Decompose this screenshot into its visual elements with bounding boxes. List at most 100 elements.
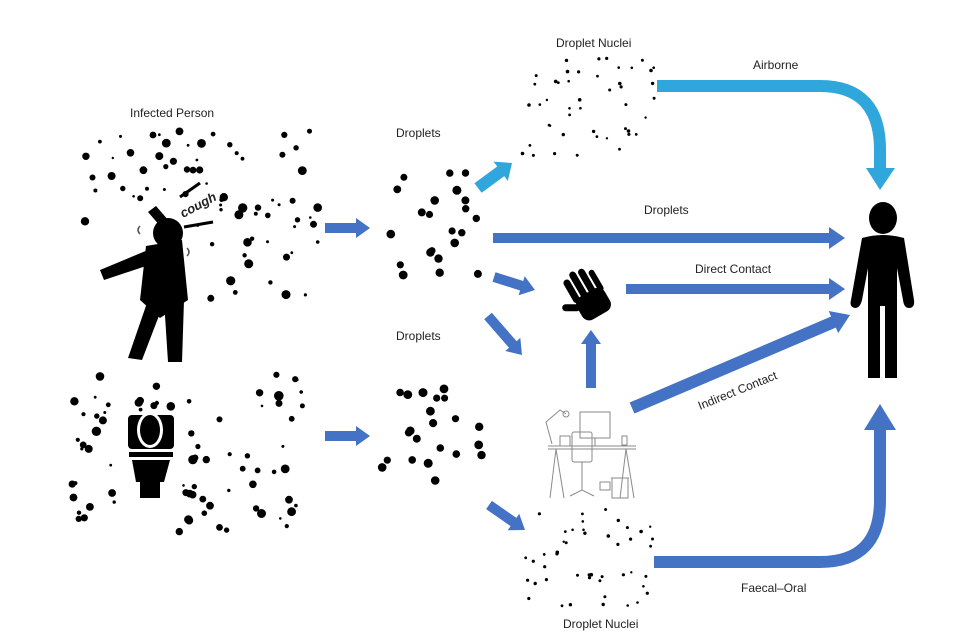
- droplet-dot: [188, 430, 195, 437]
- droplet-dot: [75, 437, 80, 442]
- droplet-dot: [616, 518, 620, 523]
- droplet-dot: [576, 573, 579, 577]
- droplet-dot: [538, 103, 542, 106]
- droplet-dot: [428, 247, 436, 255]
- droplet-dot: [436, 444, 445, 452]
- droplet-dot: [279, 151, 286, 158]
- droplet-dot: [244, 259, 254, 269]
- droplet-dot: [288, 415, 295, 422]
- droplets-cluster-bottom: [377, 384, 486, 485]
- droplet-dot: [284, 524, 289, 529]
- droplet-dot: [195, 158, 199, 162]
- droplet-dot: [537, 512, 542, 516]
- droplet-dot: [299, 403, 305, 409]
- droplet-dot: [162, 188, 166, 191]
- droplet-dot: [281, 131, 288, 138]
- droplet-dot: [461, 169, 470, 177]
- droplet-dot: [182, 484, 185, 487]
- droplet-dot: [275, 399, 283, 407]
- droplet-dot: [477, 450, 486, 460]
- droplet-dot: [604, 508, 608, 511]
- droplet-dot: [553, 79, 558, 84]
- droplet-dot: [429, 419, 438, 428]
- cough-droplet-cloud: [80, 127, 323, 302]
- droplet-dot: [103, 411, 107, 414]
- droplet-dot: [563, 530, 567, 533]
- droplet-dot: [285, 495, 293, 504]
- label-route-direct-contact: Direct Contact: [695, 262, 772, 276]
- droplet-dot: [473, 269, 482, 278]
- droplet-dot: [82, 152, 90, 160]
- droplet-dot: [271, 469, 277, 475]
- droplet-dot: [227, 452, 232, 457]
- droplet-dot: [553, 152, 557, 156]
- droplet-dot: [108, 489, 116, 497]
- droplet-dot: [452, 450, 461, 458]
- droplet-dot: [145, 186, 149, 191]
- droplet-dot: [642, 585, 645, 588]
- droplet-dot: [240, 156, 245, 161]
- droplet-dot: [209, 242, 215, 247]
- droplet-dot: [393, 185, 402, 194]
- droplet-dot: [75, 515, 82, 523]
- droplet-dot: [446, 169, 454, 177]
- droplet-dot: [618, 147, 621, 151]
- droplet-dot: [95, 372, 105, 381]
- droplet-dot: [520, 151, 525, 156]
- droplet-dot: [526, 578, 530, 582]
- droplet-dot: [589, 572, 594, 577]
- toilet-icon: [128, 412, 174, 498]
- droplet-dot: [577, 70, 581, 74]
- droplet-dot: [581, 512, 584, 516]
- droplet-dot: [587, 576, 592, 580]
- droplet-dot: [134, 398, 143, 407]
- label-route-airborne: Airborne: [753, 58, 799, 72]
- droplet-dot: [564, 58, 569, 63]
- droplet-dot: [430, 476, 440, 485]
- droplet-dot: [626, 604, 629, 607]
- droplet-dot: [293, 225, 297, 229]
- droplet-dot: [139, 166, 148, 175]
- droplet-dot: [169, 157, 177, 165]
- toilet-droplet-cloud: [68, 371, 305, 536]
- arrow-airborne: [657, 80, 895, 190]
- droplet-dot: [591, 129, 596, 134]
- droplet-dot: [616, 542, 620, 547]
- droplet-dot: [223, 527, 230, 533]
- droplet-dot: [216, 416, 223, 423]
- droplet-dot: [601, 602, 605, 607]
- droplet-dot: [70, 397, 79, 406]
- droplet-dot: [534, 74, 538, 78]
- droplet-dot: [527, 103, 531, 107]
- droplet-dot: [293, 145, 299, 151]
- droplet-dot: [138, 407, 143, 412]
- droplet-dot: [234, 151, 239, 156]
- droplet-dot: [76, 510, 82, 515]
- droplet-dot: [80, 217, 90, 226]
- droplet-dot: [91, 426, 102, 436]
- droplet-dot: [644, 116, 647, 119]
- droplet-dot: [448, 227, 456, 235]
- droplet-dot: [183, 166, 191, 173]
- droplet-dot: [239, 465, 246, 472]
- droplet-dot: [253, 211, 258, 216]
- office-desk-icon: [545, 409, 636, 499]
- droplet-dot: [627, 132, 631, 136]
- droplet-dot: [299, 390, 304, 394]
- droplet-dot: [295, 378, 299, 382]
- droplet-dot: [287, 507, 296, 517]
- droplet-dot: [273, 371, 280, 378]
- droplet-dot: [564, 541, 568, 545]
- droplet-dot: [149, 131, 157, 139]
- droplet-dot: [94, 413, 100, 419]
- droplet-dot: [205, 182, 208, 185]
- droplet-dot: [423, 458, 433, 468]
- arrow-direct-contact: [626, 278, 845, 300]
- droplet-dot: [154, 400, 159, 406]
- droplet-dot: [561, 132, 565, 137]
- arrow-droplets-to-surfaces: [484, 312, 522, 355]
- arrows-layer: [325, 80, 896, 568]
- droplet-dot: [533, 82, 537, 86]
- droplet-dot: [543, 565, 547, 569]
